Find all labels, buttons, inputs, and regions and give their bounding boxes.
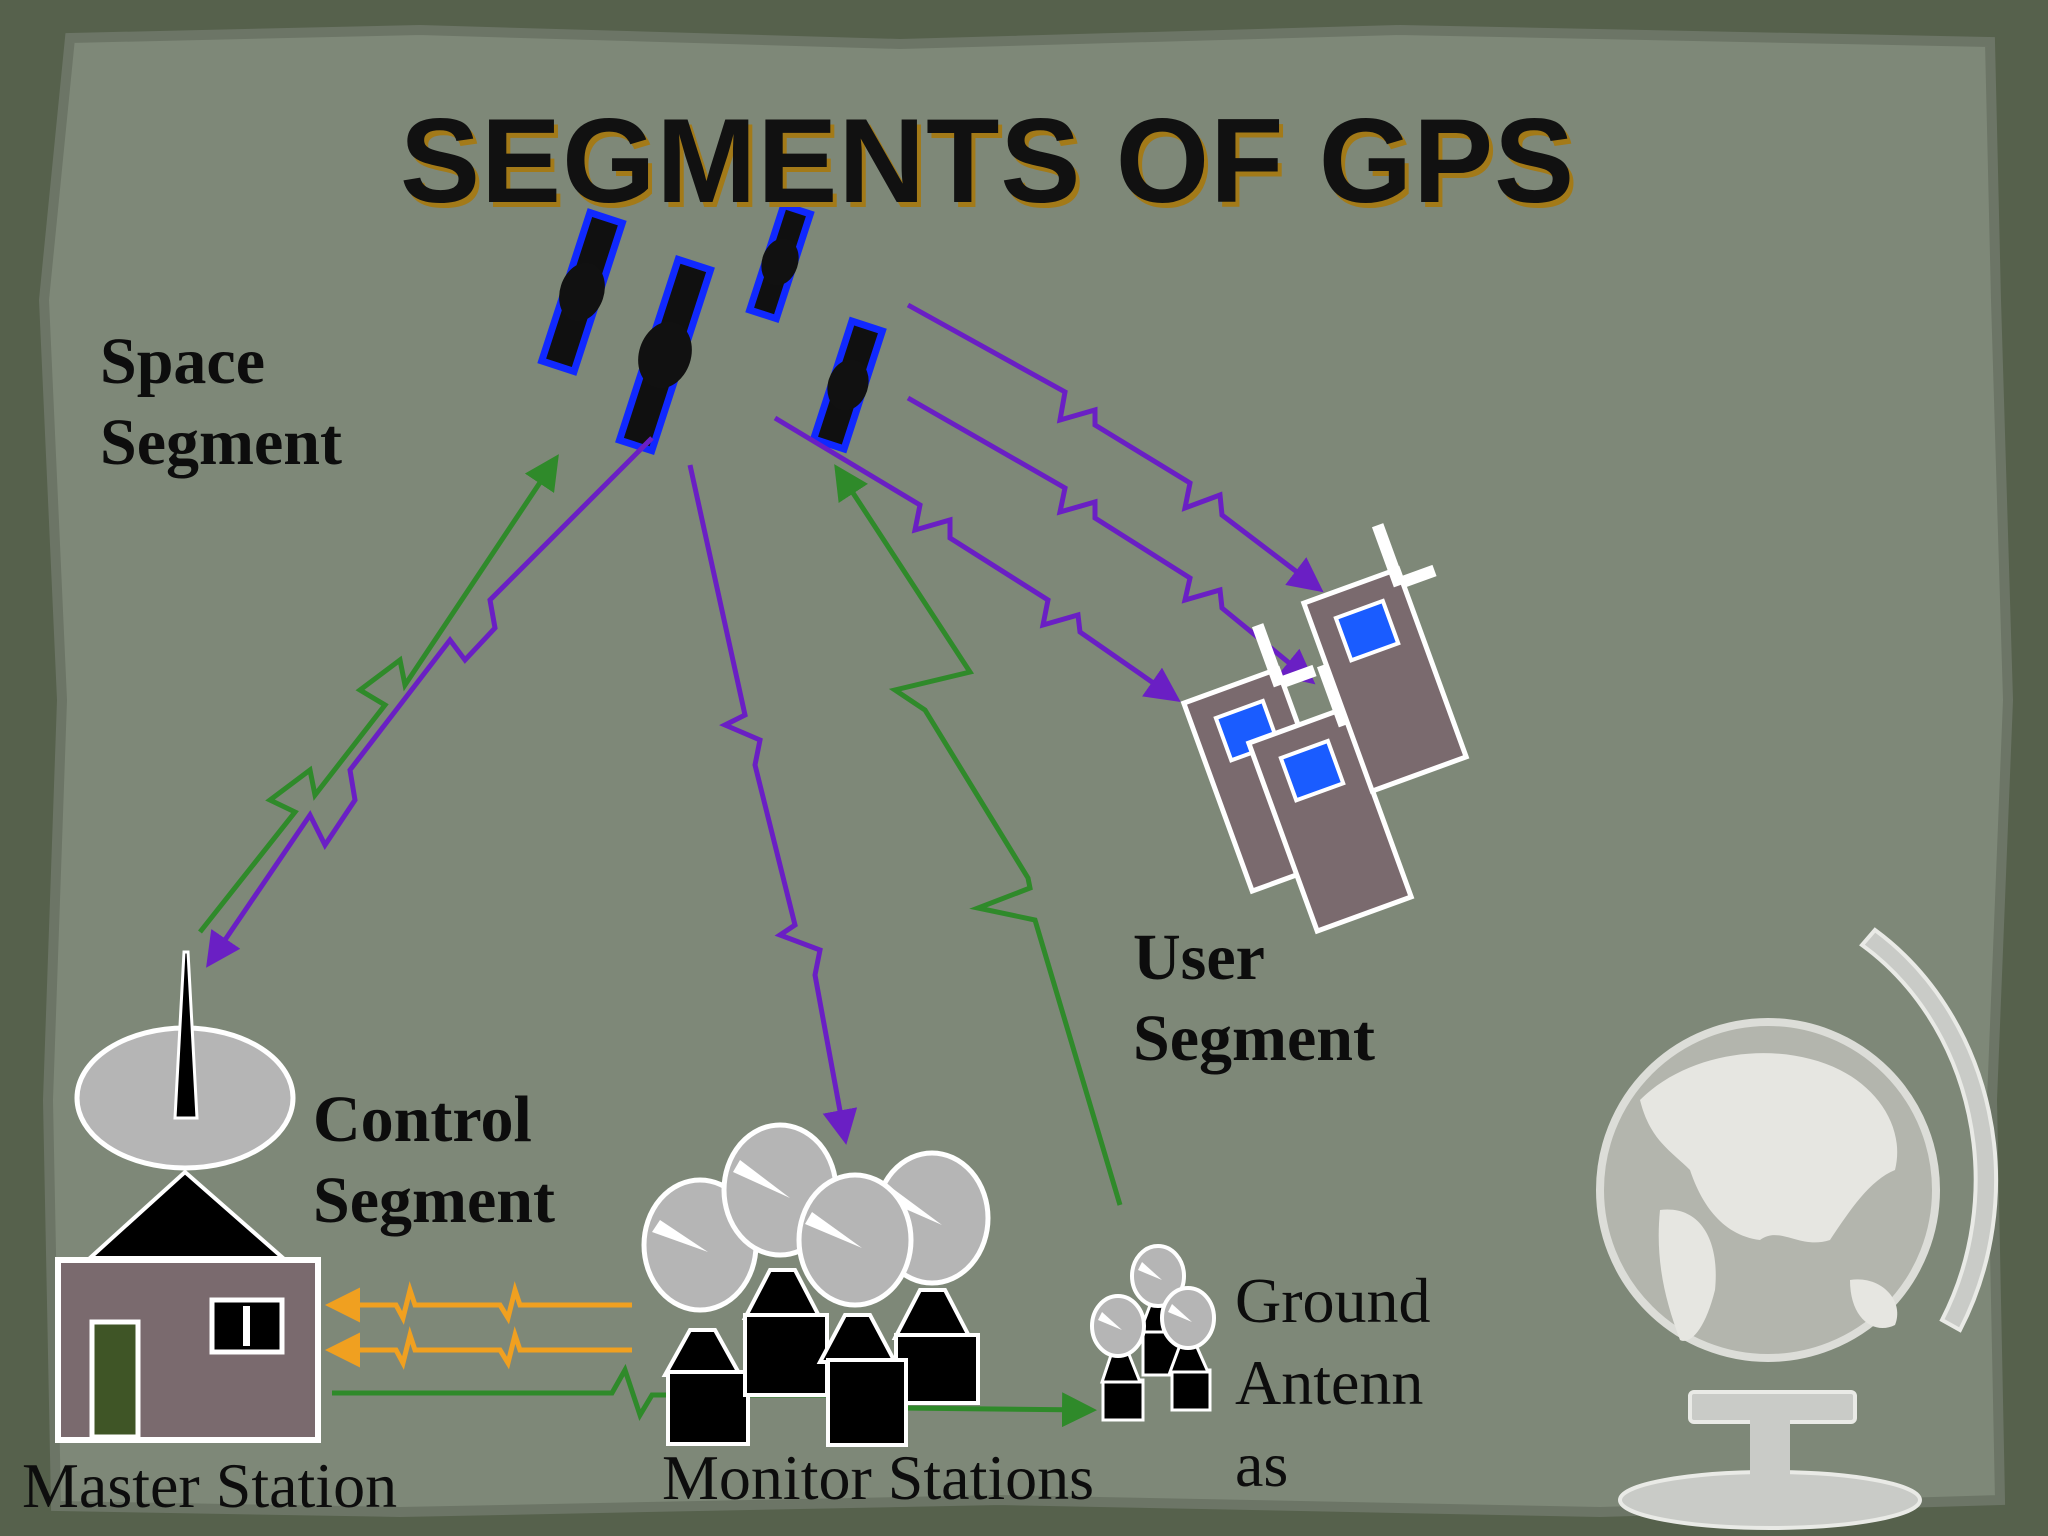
control-segment-label-line1: Control (313, 1083, 532, 1156)
ground-antennas-label: Ground Antenn as (1235, 1260, 1431, 1506)
space-segment-label-line1: Space (100, 325, 265, 398)
control-segment-label-line2: Segment (313, 1163, 555, 1237)
satellite-icon (537, 208, 627, 376)
control-segment-label: Control Segment (313, 1080, 555, 1241)
downlink-space-to-monitor (687, 464, 858, 1145)
ground-link-monitor-to-master-2 (325, 1326, 632, 1370)
satellite-dish-icon (796, 1172, 914, 1447)
ground-antennas-label-line3: as (1235, 1428, 1289, 1500)
space-segment-label: Space Segment (100, 322, 342, 483)
user-segment-label-line1: User (1133, 921, 1265, 994)
downlink-space-to-user-1 (906, 302, 1324, 593)
satellite-icon (615, 254, 715, 456)
user-segment-label-line2: Segment (1133, 1001, 1375, 1075)
uplink-master-to-space (198, 454, 559, 934)
downlink-space-to-user-2 (906, 395, 1316, 685)
gps-receiver-icon (1300, 523, 1470, 795)
downlink-space-to-master (206, 436, 654, 968)
space-segment-label-line2: Segment (100, 405, 342, 479)
satellite-icon (809, 316, 887, 454)
master-station-label: Master Station (22, 1450, 398, 1521)
master-station-dish-icon (74, 950, 296, 1171)
ground-antenna-icon (1090, 1294, 1146, 1422)
ground-antenna-icon (1160, 1286, 1216, 1412)
uplink-ground-to-space (834, 464, 1123, 1206)
ground-antennas-label-line1: Ground (1235, 1265, 1431, 1336)
downlink-space-to-user-3 (773, 415, 1181, 702)
house-icon (55, 1169, 321, 1443)
ground-antennas-label-line2: Antenn (1235, 1346, 1424, 1418)
ground-link-monitor-to-master-1 (325, 1281, 632, 1325)
satellite-icon (745, 200, 815, 324)
globe-icon (1596, 927, 1999, 1530)
gps-receiver-icon (1245, 663, 1415, 935)
slide-title: SEGMENTS OF GPS (400, 94, 1576, 228)
monitor-stations-label: Monitor Stations (662, 1442, 1095, 1513)
parchment-panel (38, 24, 2014, 1518)
user-segment-label: User Segment (1133, 918, 1375, 1079)
